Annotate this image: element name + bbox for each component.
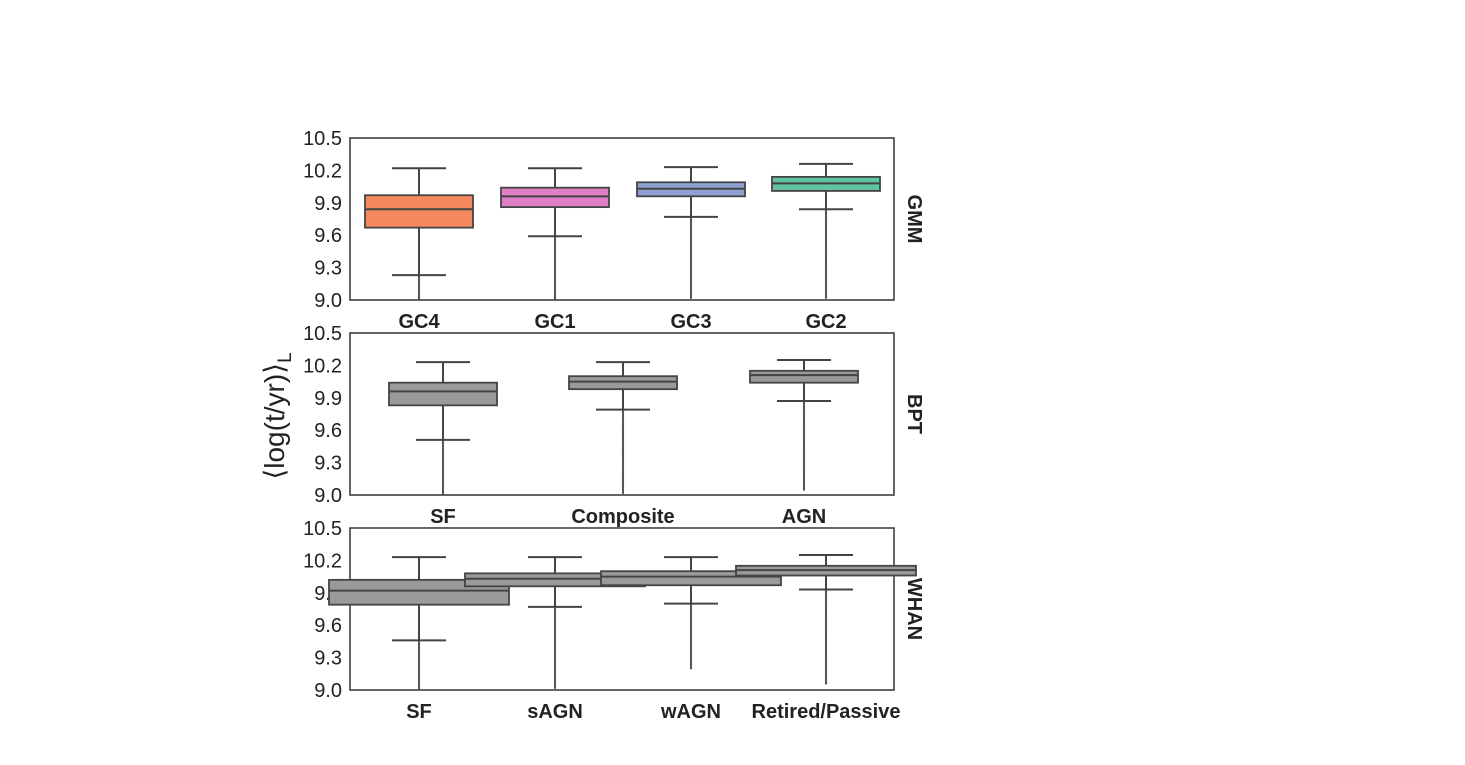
y-tick-label: 9.0: [314, 680, 342, 702]
y-axis-label-main: ⟨log(t/yr)⟩: [259, 363, 290, 480]
y-tick-label: 10.5: [303, 323, 342, 345]
y-axis-label-subscript: L: [275, 352, 296, 363]
box-gc2: GC2: [771, 162, 881, 333]
box-iqr: [388, 381, 498, 407]
box-gc1: GC1: [500, 167, 610, 333]
y-tick-label: 9.6: [314, 615, 342, 637]
x-tick-label: SF: [430, 506, 456, 528]
y-tick-label: 9.0: [314, 485, 342, 507]
box-iqr: [749, 369, 859, 384]
box-wagn: wAGN: [600, 556, 782, 723]
x-tick-label: GC4: [398, 311, 440, 333]
x-tick-label: Composite: [571, 506, 674, 528]
y-tick-label: 9.3: [314, 453, 342, 475]
box-iqr: [364, 194, 474, 229]
x-tick-label: GC1: [534, 311, 575, 333]
y-tick-label: 10.2: [303, 550, 342, 572]
x-tick-label: GC2: [805, 311, 846, 333]
x-tick-label: AGN: [782, 506, 826, 528]
box-agn: AGN: [749, 359, 859, 528]
x-tick-label: sAGN: [527, 701, 583, 723]
y-tick-label: 10.2: [303, 355, 342, 377]
panel-label: BPT: [903, 394, 925, 434]
y-tick-label: 9.6: [314, 225, 342, 247]
y-tick-label: 10.5: [303, 128, 342, 150]
box-gc3: GC3: [636, 166, 746, 333]
x-tick-label: wAGN: [660, 701, 721, 723]
y-tick-label: 9.6: [314, 420, 342, 442]
y-tick-label: 9.3: [314, 648, 342, 670]
box-composite: Composite: [568, 361, 678, 528]
y-tick-label: 10.2: [303, 160, 342, 182]
y-tick-label: 9.0: [314, 290, 342, 312]
x-tick-label: GC3: [670, 311, 711, 333]
plot-frame: [349, 332, 895, 496]
y-tick-label: 9.3: [314, 258, 342, 280]
box-sagn: sAGN: [464, 556, 646, 723]
y-tick-label: 9.9: [314, 388, 342, 410]
y-tick-label: 10.5: [303, 518, 342, 540]
panel-label: GMM: [903, 195, 925, 244]
y-axis-label: ⟨log(t/yr)⟩L: [259, 352, 296, 479]
x-tick-label: SF: [406, 701, 432, 723]
box-retired-passive: Retired/Passive: [735, 554, 917, 723]
y-tick-label: 9.9: [314, 193, 342, 215]
plot-frame: [349, 137, 895, 301]
box-iqr: [568, 375, 678, 391]
box-gc4: GC4: [364, 167, 474, 333]
box-iqr: [500, 186, 610, 209]
plot-frame: [349, 527, 895, 691]
x-tick-label: Retired/Passive: [752, 701, 901, 723]
panel-label: WHAN: [903, 578, 925, 640]
box-sf: SF: [388, 361, 498, 528]
